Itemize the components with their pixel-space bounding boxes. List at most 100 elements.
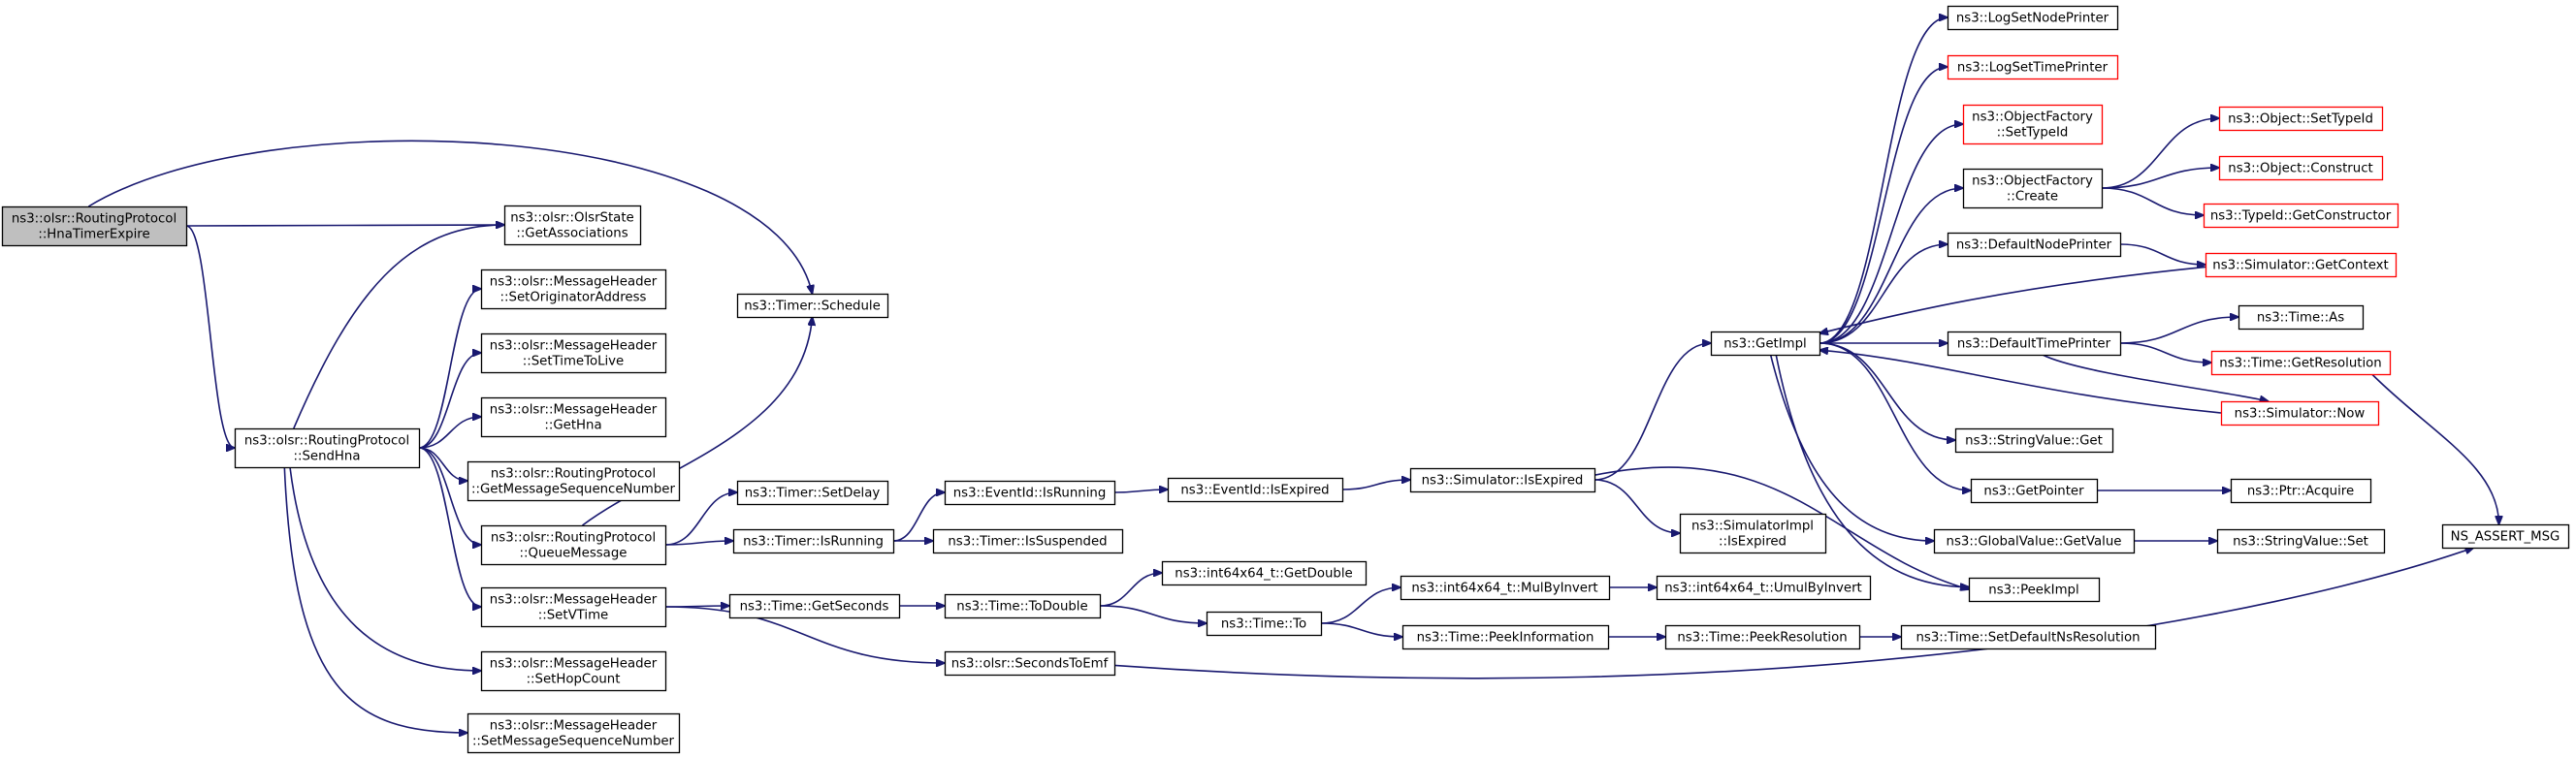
node-time-get-resolution[interactable]: ns3::Time::GetResolution	[2210, 350, 2392, 376]
node-default-time-printer[interactable]: ns3::DefaultTimePrinter	[1947, 331, 2122, 357]
edge-send_hna-to-get_associations	[293, 225, 504, 429]
node-label-line: ns3::EventId::IsExpired	[1180, 484, 1329, 498]
node-label-line: ::QueueMessage	[520, 547, 628, 561]
node-timer-set-delay[interactable]: ns3::Timer::SetDelay	[736, 480, 889, 506]
node-timer-is-suspended[interactable]: ns3::Timer::IsSuspended	[932, 528, 1124, 554]
node-object-factory-set-type-id[interactable]: ns3::ObjectFactory::SetTypeId	[1962, 104, 2104, 145]
node-label-line: ns3::Time::GetSeconds	[740, 600, 889, 615]
node-box	[480, 524, 667, 566]
node-ptr-acquire[interactable]: ns3::Ptr::Acquire	[2230, 478, 2372, 504]
node-set-time-to-live[interactable]: ns3::olsr::MessageHeader::SetTimeToLive	[480, 332, 667, 374]
edge-get_impl-to-log_set_node_printer	[1819, 17, 1948, 344]
node-label-line: ns3::Time::PeekResolution	[1677, 631, 1847, 646]
node-label-line: ns3::olsr::RoutingProtocol	[491, 467, 656, 482]
node-set-vtime[interactable]: ns3::olsr::MessageHeader::SetVTime	[480, 586, 667, 628]
node-object-construct[interactable]: ns3::Object::Construct	[2218, 155, 2384, 181]
node-box	[2218, 106, 2384, 132]
node-send-hna[interactable]: ns3::olsr::RoutingProtocol::SendHna	[234, 427, 421, 469]
node-box	[1970, 478, 2099, 504]
node-int64x64-get-double[interactable]: ns3::int64x64_t::GetDouble	[1161, 560, 1368, 586]
node-simulator-impl-is-expired[interactable]: ns3::SimulatorImpl::IsExpired	[1679, 513, 1827, 554]
node-label-line: ns3::Simulator::IsExpired	[1422, 474, 1584, 489]
node-eventid-is-expired[interactable]: ns3::EventId::IsExpired	[1167, 477, 1344, 503]
node-timer-is-running[interactable]: ns3::Timer::IsRunning	[732, 528, 895, 554]
node-string-value-get[interactable]: ns3::StringValue::Get	[1954, 427, 2114, 454]
node-ns-assert-msg[interactable]: NS_ASSERT_MSG	[2441, 523, 2570, 550]
node-time-peek-resolution[interactable]: ns3::Time::PeekResolution	[1664, 624, 1861, 650]
node-get-impl[interactable]: ns3::GetImpl	[1710, 331, 1821, 357]
edge-get_impl-to-log_set_time_printer	[1819, 67, 1948, 344]
edge-queue_message-to-timer_is_running	[664, 541, 733, 546]
node-get-pointer[interactable]: ns3::GetPointer	[1970, 478, 2099, 504]
node-timer-schedule[interactable]: ns3::Timer::Schedule	[736, 293, 889, 319]
node-simulator-get-context[interactable]: ns3::Simulator::GetContext	[2205, 252, 2398, 278]
edge-simulator_get_context-to-get_impl	[1819, 266, 2206, 333]
node-box	[1954, 427, 2114, 454]
node-queue-message[interactable]: ns3::olsr::RoutingProtocol::QueueMessage	[480, 524, 667, 566]
edge-send_hna-to-set_originator_address	[418, 289, 481, 449]
node-hna-timer-expire[interactable]: ns3::olsr::RoutingProtocol::HnaTimerExpi…	[1, 205, 188, 247]
node-simulator-is-expired[interactable]: ns3::Simulator::IsExpired	[1409, 467, 1596, 493]
node-box	[728, 593, 901, 619]
node-label-line: ns3::Time::GetResolution	[2219, 357, 2381, 371]
node-log-set-node-printer[interactable]: ns3::LogSetNodePrinter	[1947, 5, 2119, 31]
node-string-value-set[interactable]: ns3::StringValue::Set	[2216, 528, 2386, 554]
node-get-associations[interactable]: ns3::olsr::OlsrState::GetAssociations	[503, 205, 642, 246]
node-log-set-time-printer[interactable]: ns3::LogSetTimePrinter	[1947, 54, 2119, 80]
edge-eventid_is_running-to-eventid_is_expired	[1113, 490, 1168, 492]
node-label-line: ns3::int64x64_t::UmulByInvert	[1664, 582, 1862, 596]
node-label-line: ns3::Time::As	[2257, 311, 2344, 326]
node-label-line: ns3::LogSetTimePrinter	[1957, 61, 2109, 76]
node-time-set-default-ns-resolution[interactable]: ns3::Time::SetDefaultNsResolution	[1900, 624, 2157, 650]
node-time-peek-information[interactable]: ns3::Time::PeekInformation	[1401, 624, 1610, 650]
node-set-message-sequence-number[interactable]: ns3::olsr::MessageHeader::SetMessageSequ…	[467, 712, 681, 754]
node-label-line: ns3::GetImpl	[1723, 337, 1806, 352]
node-label-line: ::SendHna	[293, 450, 360, 464]
node-default-node-printer[interactable]: ns3::DefaultNodePrinter	[1947, 232, 2122, 258]
node-label-line: ns3::Ptr::Acquire	[2247, 485, 2354, 499]
node-box	[1933, 528, 2136, 554]
node-label-line: ns3::DefaultNodePrinter	[1956, 238, 2112, 253]
node-set-originator-address[interactable]: ns3::olsr::MessageHeader::SetOriginatorA…	[480, 268, 667, 310]
node-object-set-type-id[interactable]: ns3::Object::SetTypeId	[2218, 106, 2384, 132]
node-peek-impl[interactable]: ns3::PeekImpl	[1968, 577, 2101, 603]
node-simulator-now[interactable]: ns3::Simulator::Now	[2220, 400, 2380, 426]
edge-get_impl-to-object_factory_create	[1819, 188, 1963, 344]
node-time-as[interactable]: ns3::Time::As	[2238, 304, 2365, 331]
node-int64x64-umul-by-invert[interactable]: ns3::int64x64_t::UmulByInvert	[1656, 575, 1872, 601]
node-time-get-seconds[interactable]: ns3::Time::GetSeconds	[728, 593, 901, 619]
edge-send_hna-to-set_hop_count	[289, 466, 481, 671]
node-box	[480, 396, 667, 438]
node-box	[2218, 155, 2384, 181]
node-type-id-get-constructor[interactable]: ns3::TypeId::GetConstructor	[2203, 203, 2399, 229]
node-label-line: NS_ASSERT_MSG	[2451, 530, 2560, 545]
node-set-hop-count[interactable]: ns3::olsr::MessageHeader::SetHopCount	[480, 650, 667, 692]
edge-get_impl-to-default_node_printer	[1819, 244, 1948, 344]
node-box	[2230, 478, 2372, 504]
node-box	[1167, 477, 1344, 503]
node-get-hna[interactable]: ns3::olsr::MessageHeader::GetHna	[480, 396, 667, 438]
node-global-value-get-value[interactable]: ns3::GlobalValue::GetValue	[1933, 528, 2136, 554]
edge-simulator_is_expired-to-peek_impl	[1594, 466, 1969, 589]
edge-send_hna-to-set_time_to_live	[418, 353, 481, 449]
edge-eventid_is_expired-to-simulator_is_expired	[1341, 480, 1410, 490]
node-box	[503, 205, 642, 246]
node-box	[944, 650, 1116, 677]
node-box	[736, 293, 889, 319]
edge-send_hna-to-get_hna	[418, 417, 481, 449]
node-time-to[interactable]: ns3::Time::To	[1206, 611, 1323, 637]
node-seconds-to-emf[interactable]: ns3::olsr::SecondsToEmf	[944, 650, 1116, 677]
node-time-to-double[interactable]: ns3::Time::ToDouble	[944, 593, 1102, 619]
node-int64x64-mul-by-invert[interactable]: ns3::int64x64_t::MulByInvert	[1400, 575, 1611, 601]
node-box	[1, 205, 188, 247]
node-object-factory-create[interactable]: ns3::ObjectFactory::Create	[1962, 168, 2104, 209]
call-edges	[87, 17, 2498, 733]
node-box	[1947, 5, 2119, 31]
edge-queue_message-to-timer_schedule	[582, 317, 813, 526]
node-label-line: ::GetHna	[544, 419, 601, 433]
node-eventid-is-running[interactable]: ns3::EventId::IsRunning	[944, 480, 1116, 506]
node-box	[944, 593, 1102, 619]
node-box	[480, 268, 667, 310]
node-box	[2220, 400, 2380, 426]
node-get-message-sequence-number[interactable]: ns3::olsr::RoutingProtocol::GetMessageSe…	[467, 460, 681, 502]
